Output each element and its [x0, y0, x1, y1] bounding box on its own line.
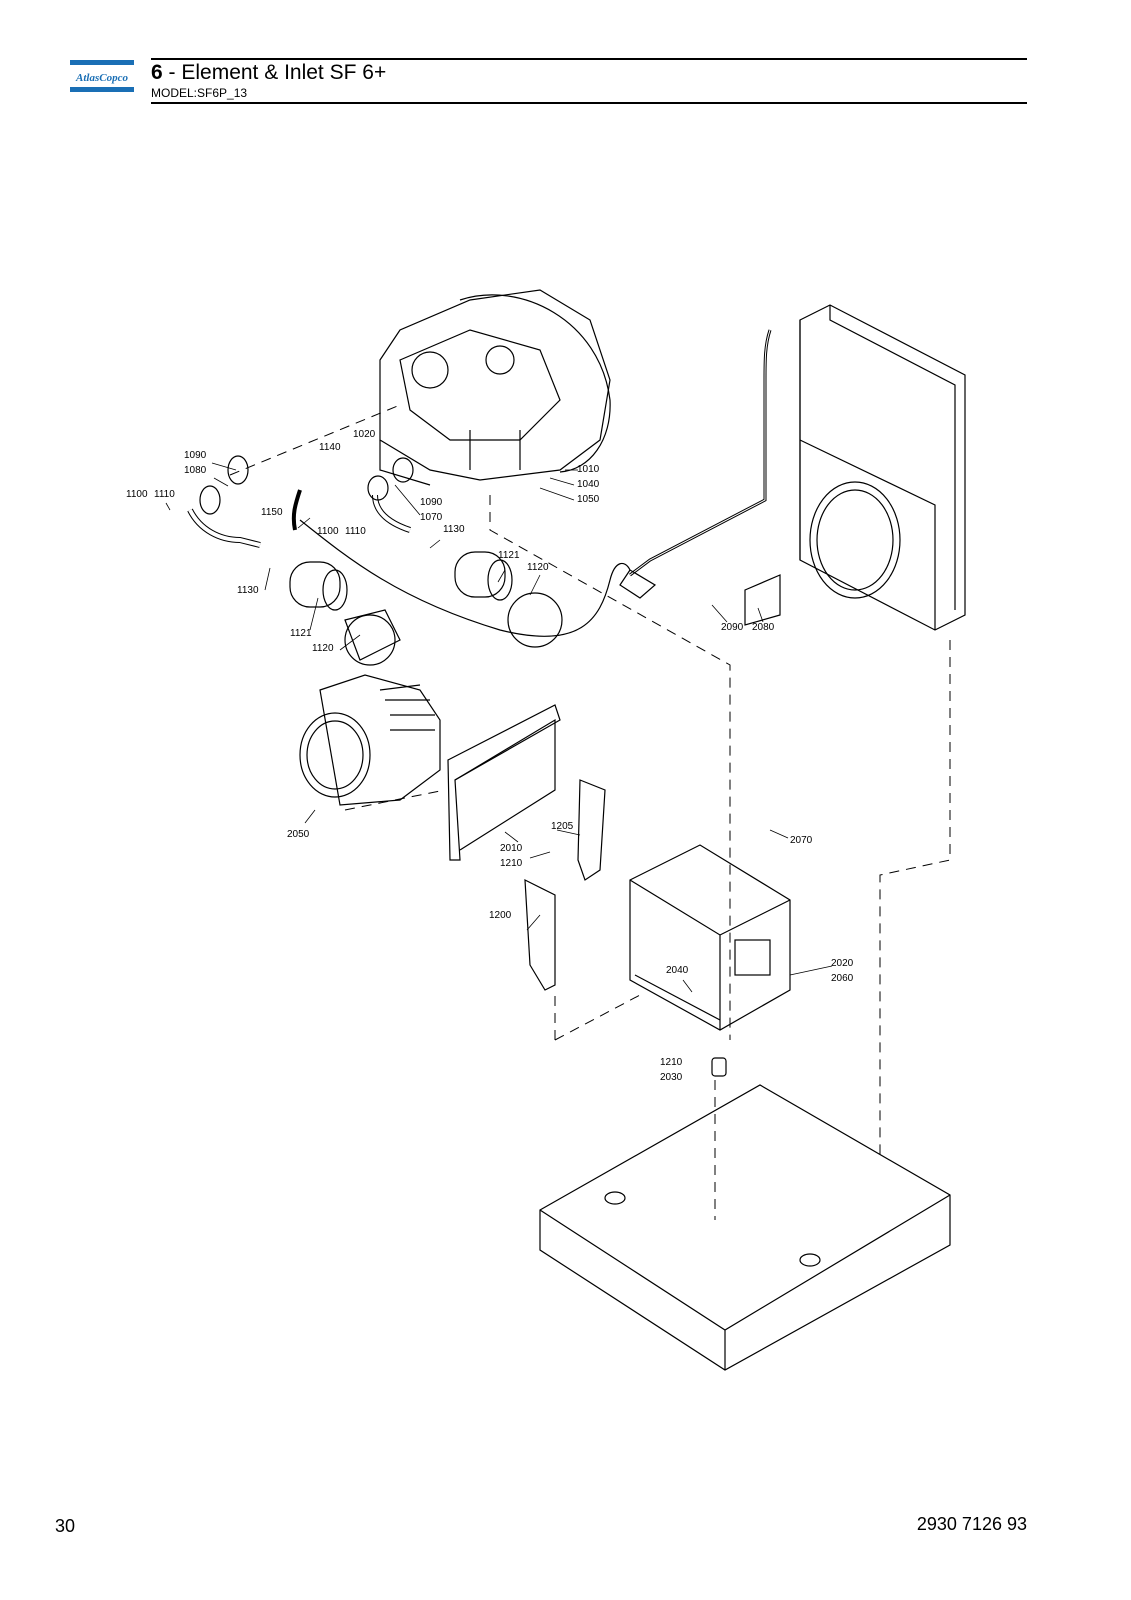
electric-motor — [299, 674, 441, 806]
cooler-housing — [799, 304, 966, 631]
callout-1121b: 1121 — [498, 550, 520, 561]
callout-1205: 1205 — [551, 821, 574, 832]
callout-1130a: 1130 — [237, 585, 259, 596]
chapter-title: - Element & Inlet SF 6+ — [162, 61, 387, 84]
callout-1121a: 1121 — [290, 628, 312, 639]
page-title: 6 - Element & Inlet SF 6+ — [151, 61, 386, 85]
base-plate — [539, 1084, 951, 1371]
callout-1070: 1070 — [420, 512, 443, 523]
compressor-element — [379, 289, 611, 486]
callout-2050: 2050 — [287, 829, 310, 840]
callout-2070: 2070 — [790, 835, 813, 846]
callout-1110a: 1110 — [154, 489, 175, 500]
callout-2030: 2030 — [660, 1072, 683, 1083]
callout-1150: 1150 — [261, 507, 283, 518]
model-label: MODEL:SF6P_13 — [151, 86, 248, 100]
callout-1020: 1020 — [353, 429, 376, 440]
callout-2060: 2060 — [831, 973, 854, 984]
callout-1010: 1010 — [577, 464, 600, 475]
motor-base-frame — [629, 844, 791, 1031]
callout-2020: 2020 — [831, 958, 854, 969]
callout-1210b: 1210 — [660, 1057, 683, 1068]
header-top-rule — [151, 58, 1027, 60]
air-filter-left — [289, 561, 401, 666]
callout-1200: 1200 — [489, 910, 512, 921]
callout-1120a: 1120 — [312, 643, 334, 654]
callout-1140: 1140 — [319, 442, 341, 453]
svg-text:AtlasCopco: AtlasCopco — [75, 72, 128, 84]
page-number: 30 — [55, 1516, 76, 1536]
callout-2090: 2090 — [721, 622, 744, 633]
atlas-copco-logo: AtlasCopco — [70, 60, 134, 94]
callout-2080: 2080 — [752, 622, 775, 633]
callout-1120b: 1120 — [527, 562, 549, 573]
callout-1040: 1040 — [577, 479, 600, 490]
callout-1130b: 1130 — [443, 524, 465, 535]
callout-1100a: 1100 — [126, 489, 148, 500]
callout-1090a: 1090 — [184, 450, 207, 461]
callout-1080: 1080 — [184, 465, 207, 476]
callout-2010: 2010 — [500, 843, 523, 854]
header-bottom-rule — [151, 102, 1027, 104]
chapter-number: 6 — [151, 61, 163, 84]
air-filter-right — [454, 551, 563, 648]
callout-1100b: 1100 — [317, 526, 339, 537]
callout-1090b: 1090 — [420, 497, 443, 508]
callout-1110b: 1110 — [345, 526, 366, 537]
callout-2040: 2040 — [666, 965, 689, 976]
document-number: 2930 7126 93 — [916, 1514, 1027, 1534]
callout-1210a: 1210 — [500, 858, 523, 869]
callout-1050: 1050 — [577, 494, 600, 505]
